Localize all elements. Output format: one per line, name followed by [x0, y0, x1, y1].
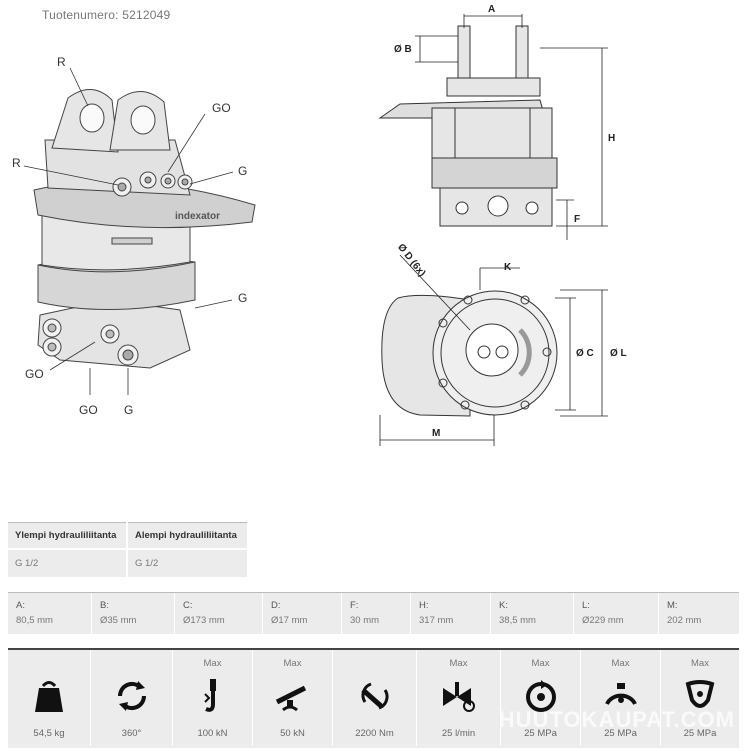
pressure-rotation-icon — [525, 680, 556, 712]
spec-pressure-open: Max 25 MPa — [580, 650, 660, 746]
callout-go-left: GO — [25, 367, 44, 381]
spec-flow: Max 25 l/min — [416, 650, 500, 746]
header-upper-connection: Ylempi hydrauliliitanta — [8, 522, 126, 548]
callout-g-mid: G — [238, 164, 247, 178]
static-load-icon — [203, 679, 216, 712]
spec-weight: 54,5 kg — [8, 650, 90, 746]
dim-label-a: A — [488, 4, 495, 15]
flow-icon — [442, 682, 475, 712]
hydraulic-connection-table: Ylempi hydrauliliitanta Alempi hydraulil… — [8, 522, 247, 577]
callout-r-top: R — [57, 55, 66, 69]
dim-label-m: M — [432, 428, 440, 439]
callout-lines — [23, 67, 234, 395]
dimension-cell: C:Ø173 mm — [174, 593, 262, 634]
header-lower-connection: Alempi hydrauliliitanta — [128, 522, 247, 548]
value-lower-connection: G 1/2 — [128, 550, 247, 577]
dimension-cell: H:317 mm — [410, 593, 490, 634]
side-view-dimension-lines — [415, 14, 608, 240]
dim-label-h: H — [608, 133, 615, 144]
spec-pressure-close: Max 25 MPa — [660, 650, 739, 746]
dim-label-c: Ø C — [576, 348, 594, 359]
callout-r-mid: R — [12, 156, 21, 170]
torque-icon — [360, 682, 388, 710]
weight-icon — [35, 681, 63, 712]
dimension-cell: D:Ø17 mm — [262, 593, 341, 634]
spec-dynamic-load: Max 50 kN — [252, 650, 332, 746]
dimension-cell: K:38,5 mm — [490, 593, 573, 634]
dimension-cell: F:30 mm — [341, 593, 410, 634]
spec-pressure-rotation: Max 25 MPa — [500, 650, 580, 746]
spec-static-load: Max 100 kN — [172, 650, 252, 746]
dim-label-f: F — [574, 214, 580, 225]
callout-go-bottom: GO — [79, 403, 98, 417]
top-view-dimension-lines — [379, 254, 608, 446]
watermark: HUUTOKAUPAT.COM — [498, 707, 735, 732]
dim-label-d: Ø D (6x) — [395, 242, 427, 279]
rotator-top-view — [381, 290, 558, 417]
callout-g-right: G — [238, 291, 247, 305]
svg-text:indexator: indexator — [175, 211, 220, 222]
dimension-cell: B:Ø35 mm — [91, 593, 174, 634]
pressure-close-icon — [685, 680, 715, 708]
spec-torque: 2200 Nm — [332, 650, 416, 746]
specification-strip: 54,5 kg 360° Max 100 kN Max 50 kN — [8, 648, 739, 748]
dynamic-load-icon — [275, 685, 306, 712]
dimension-cell: A:80,5 mm — [16, 600, 53, 626]
callout-g-bottom: G — [124, 403, 133, 417]
pressure-open-icon — [604, 683, 637, 705]
dimension-table: A:80,5 mm B:Ø35 mm C:Ø173 mm D:Ø17 mm F:… — [8, 592, 739, 634]
dimension-cell: M:202 mm — [658, 593, 739, 634]
dim-label-l: Ø L — [610, 348, 627, 359]
rotator-side-view — [378, 25, 558, 227]
spec-rotation: 360° — [90, 650, 172, 746]
dim-label-k: K — [504, 262, 512, 273]
callout-go-top: GO — [212, 101, 231, 115]
value-upper-connection: G 1/2 — [8, 550, 126, 577]
dim-label-b: Ø B — [394, 44, 412, 55]
technical-drawing: indexator R GO R G G GO GO G — [12, 4, 627, 446]
product-number: Tuotenumero: 5212049 — [42, 8, 171, 22]
dimension-cell: L:Ø229 mm — [573, 593, 658, 634]
rotation-icon — [117, 681, 146, 711]
rotator-3d-illustration: indexator — [33, 89, 256, 369]
